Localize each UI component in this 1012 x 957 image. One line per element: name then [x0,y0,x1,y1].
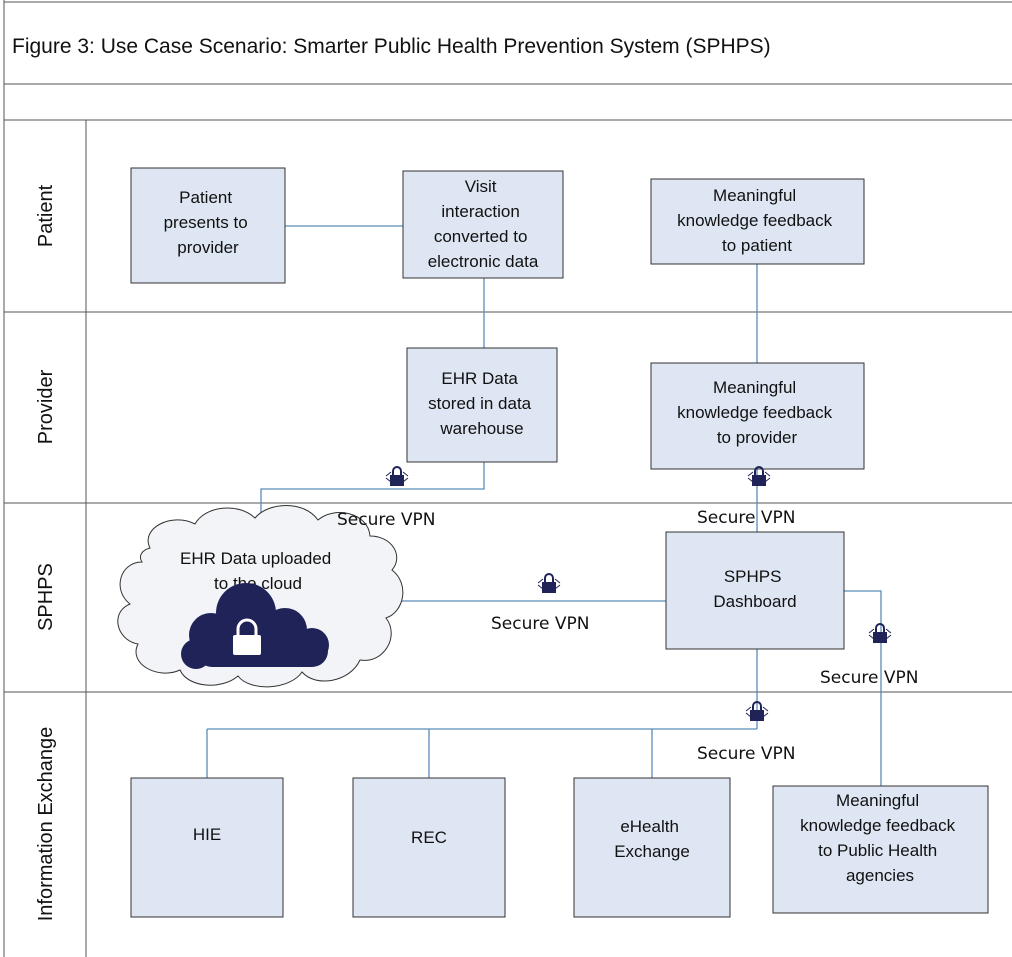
patient-presents-text: Patient presents to provider [164,188,253,257]
vpn-label-provider-dashboard: Secure VPN [697,508,795,528]
box-ehr-stored [406,347,558,463]
vpn-label-cloud-dashboard: Secure VPN [491,614,589,634]
feedback-public-health-text: Meaningful knowledge feedback to Public … [800,791,960,885]
rec-text: REC [411,828,447,847]
box-feedback-public-health [772,785,989,914]
lock-icon [385,466,409,486]
cloud-lock-icon [181,583,329,669]
box-rec [352,777,506,918]
feedback-provider-text: Meaningful knowledge feedback to provide… [677,378,837,447]
box-labels: Patient presents to provider Visit inter… [164,177,960,885]
box-feedback-provider [650,362,865,470]
connectors [206,225,882,786]
box-ehealth-exchange [573,777,731,918]
box-hie [130,777,284,918]
hie-text: HIE [193,825,221,844]
vpn-labels: Secure VPN Secure VPN Secure VPN Secure … [337,508,918,764]
visit-interaction-text: Visit interaction converted to electroni… [428,177,539,271]
lane-label-information-exchange: Information Exchange [35,727,57,922]
ehealth-exchange-text: eHealth Exchange [614,817,690,861]
lock-icon [745,701,769,721]
swimlane-frame [3,0,1012,957]
box-feedback-patient [650,178,865,265]
lane-label-patient: Patient [35,184,57,247]
figure-title: Figure 3: Use Case Scenario: Smarter Pub… [12,35,771,58]
lane-label-provider: Provider [35,369,57,444]
lock-icon [747,466,771,486]
feedback-patient-text: Meaningful knowledge feedback to patient [677,186,837,255]
vpn-label-exchange: Secure VPN [697,744,795,764]
lane-labels: Patient Provider SPHPS Information Excha… [35,184,57,921]
padlock-icon [233,618,261,655]
box-patient-presents [130,167,286,284]
lock-icon [868,623,892,643]
ehr-stored-text: EHR Data stored in data warehouse [428,369,536,438]
vpn-label-public-health: Secure VPN [820,668,918,688]
dashboard-text: SPHPS Dashboard [713,567,796,611]
box-sphps-dashboard [665,531,845,650]
vpn-locks [385,466,892,721]
lane-label-sphps: SPHPS [35,563,57,631]
box-visit-interaction [402,170,564,279]
cloud-storage: EHR Data uploaded to the cloud [117,505,404,688]
lock-icon [537,573,561,593]
vpn-label-ehr-cloud: Secure VPN [337,510,435,530]
